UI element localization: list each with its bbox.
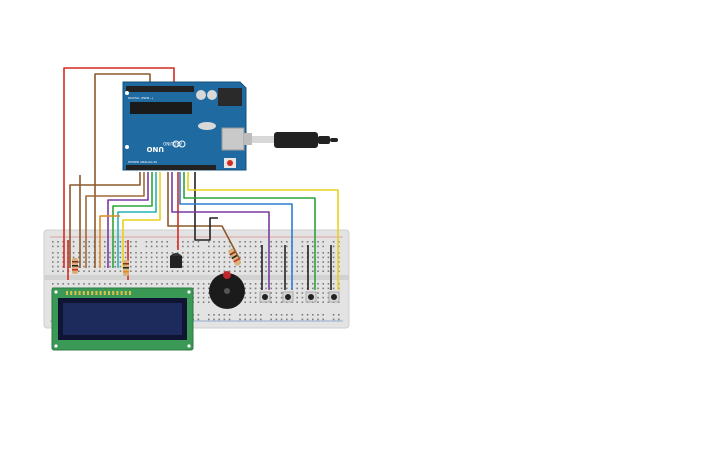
push-button-3[interactable] [305, 291, 317, 303]
wire-brown-d2 [85, 172, 145, 268]
wire-yellow-lcd [122, 172, 161, 268]
digital-header [126, 86, 194, 92]
wire-brown-gnd [69, 175, 81, 268]
wire-blue-btn [179, 172, 293, 290]
resistors[interactable] [72, 248, 242, 276]
wire-orange-lcd [99, 215, 120, 268]
resistor-3 [228, 248, 241, 266]
arduino-board-icon[interactable]: UNO ARDUINO DIGITAL (PWM~) POWER ANALOG … [122, 81, 247, 171]
digital-header-label: DIGITAL (PWM~) [128, 96, 153, 100]
wire-purple-lcd [107, 172, 149, 268]
lcd-pins [66, 291, 131, 295]
push-button-4[interactable] [328, 291, 340, 303]
wire-brown-d1 [79, 172, 141, 268]
wires [63, 67, 339, 290]
usb-plug-icon[interactable] [244, 132, 338, 148]
wire-brown-top [94, 73, 151, 268]
wire-green-lcd [112, 172, 153, 268]
buzzer-icon[interactable] [209, 271, 245, 309]
resistor-2 [123, 260, 129, 276]
transistor-icon[interactable] [170, 253, 182, 268]
board-model-label: UNO [146, 145, 164, 153]
wire-yellow-btn [187, 172, 339, 290]
push-buttons[interactable] [259, 291, 340, 303]
resistor-1 [72, 258, 78, 274]
wire-red-5v [63, 67, 175, 268]
power-header-label: POWER ANALOG IN [128, 160, 157, 164]
atmega-chip [130, 102, 192, 114]
usb-port [221, 127, 245, 151]
infinity-logo-icon [172, 140, 186, 148]
power-jack [218, 88, 242, 106]
wire-green-btn [183, 172, 316, 290]
reset-button [227, 160, 233, 166]
wire-black-gnd [194, 172, 218, 241]
wire-cyan-lcd [117, 172, 157, 268]
push-button-2[interactable] [282, 291, 294, 303]
power-analog-header [126, 165, 216, 170]
push-button-1[interactable] [259, 291, 271, 303]
lcd-display-icon[interactable] [51, 287, 194, 351]
wire-purple-btn [171, 172, 270, 290]
